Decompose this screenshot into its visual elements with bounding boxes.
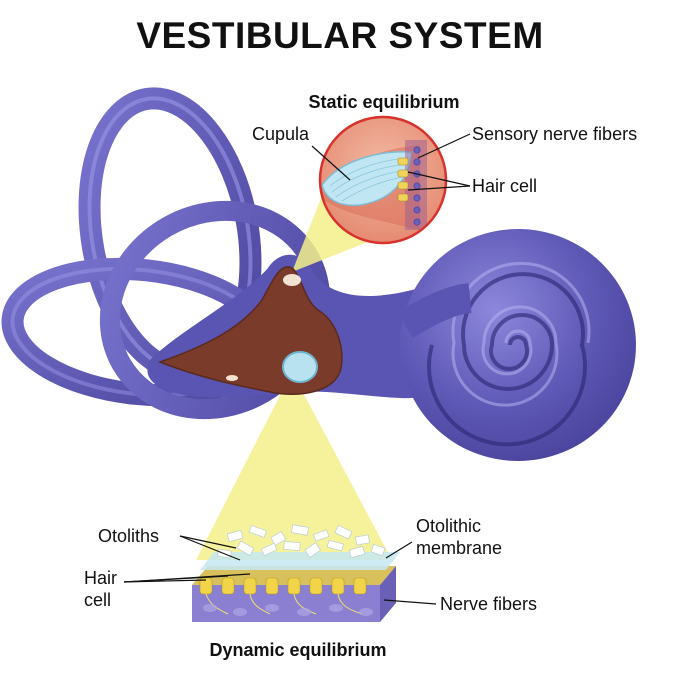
macula-spot	[282, 351, 318, 383]
leader-hair-3	[123, 573, 251, 583]
leader-hair-cell-2	[407, 185, 471, 191]
label-cupula: Cupula	[252, 124, 310, 144]
page-title: VESTIBULAR SYSTEM	[136, 15, 543, 56]
label-otolithic-line2: membrane	[416, 538, 502, 558]
dynamic-block	[192, 524, 400, 622]
dynamic-equilibrium-heading: Dynamic equilibrium	[209, 640, 386, 660]
leader-hair-cell-1	[407, 171, 471, 187]
label-hair-line2: cell	[84, 590, 111, 610]
label-sensory-nerve-fibers: Sensory nerve fibers	[472, 124, 637, 144]
cochlea	[397, 229, 636, 461]
leader-cupula	[311, 145, 351, 181]
static-inset	[318, 115, 448, 245]
leader-otoliths-2	[179, 535, 241, 561]
leader-otoliths-1	[179, 535, 237, 549]
label-otolithic-line1: Otolithic	[416, 516, 481, 536]
zoom-cone-dynamic	[196, 372, 392, 560]
label-hair-cell-static: Hair cell	[472, 176, 537, 196]
leader-nerve-fibers	[383, 599, 437, 605]
leader-otolithic-membrane	[385, 541, 413, 559]
label-otoliths: Otoliths	[98, 526, 159, 546]
label-nerve-fibers: Nerve fibers	[440, 594, 537, 614]
static-equilibrium-heading: Static equilibrium	[308, 92, 459, 112]
leader-sensory-nerve-fibers	[417, 133, 471, 159]
label-hair-line1: Hair	[84, 568, 117, 588]
ampulla-cupula	[283, 274, 301, 286]
ampulla-small	[226, 375, 238, 381]
